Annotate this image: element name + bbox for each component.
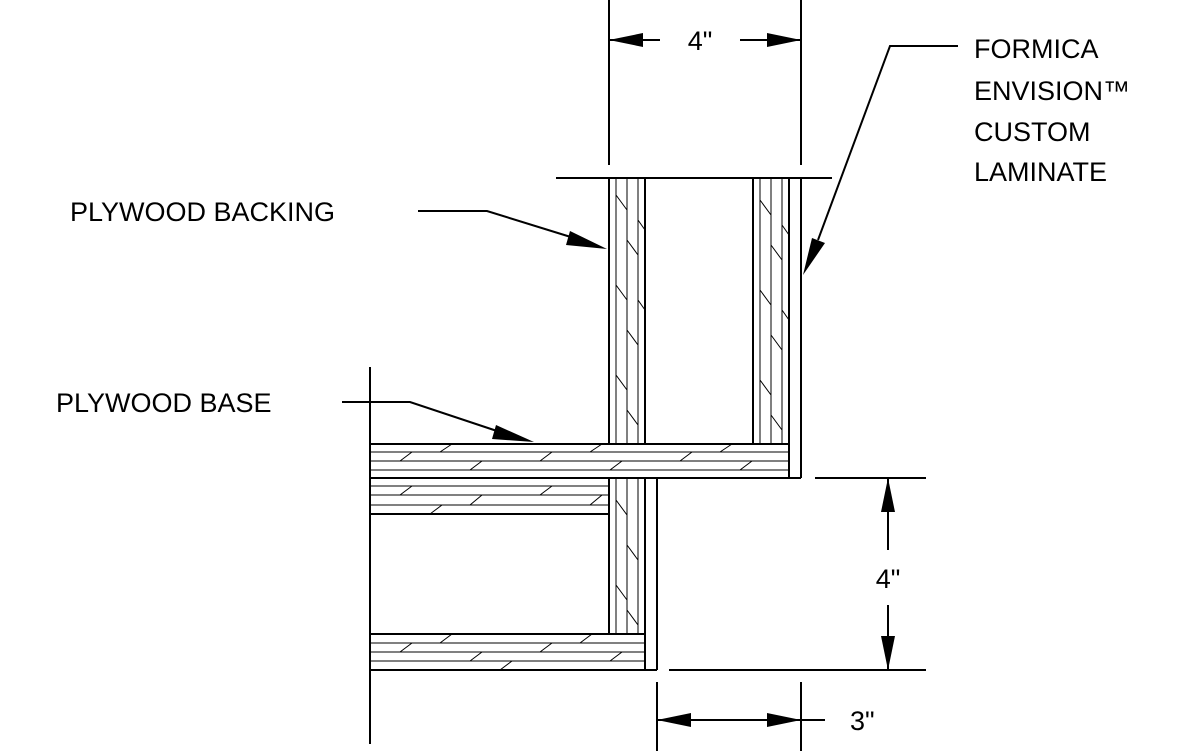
bottom-dimension: 3" [656,682,875,751]
right-dim-arrowhead-top [881,478,895,512]
bottom-dimension-label: 3" [850,706,875,736]
top-dim-arrowhead-left [609,33,643,47]
plywood-shelf-middle [370,485,609,515]
plywood-base-label: PLYWOOD BASE [56,388,272,418]
right-dim-arrowhead-bottom [881,636,895,670]
plywood-base-leader: PLYWOOD BASE [56,388,534,442]
formica-label-line-3: CUSTOM [974,117,1091,147]
plywood-backing-arrowhead [566,231,607,249]
right-dimension-label: 4" [876,564,901,594]
formica-arrowhead [803,238,825,275]
formica-leader: FORMICA ENVISION™ CUSTOM LAMINATE [803,34,1130,275]
plywood-backing-left [608,178,646,444]
top-dimension-label: 4" [688,26,713,56]
plywood-shelf-bottom [370,633,657,671]
plywood-backing-lower [608,478,658,670]
top-dimension: 4" [608,0,802,165]
plywood-backing-label: PLYWOOD BACKING [70,197,335,227]
formica-label-line-4: LAMINATE [974,157,1107,187]
bottom-dim-arrowhead-left [657,713,691,727]
plywood-backing-leader: PLYWOOD BACKING [70,197,607,249]
top-dim-arrowhead-right [767,33,801,47]
formica-label-line-1: FORMICA [974,34,1099,64]
formica-label-line-2: ENVISION™ [974,76,1130,106]
right-dimension: 4" [669,477,926,671]
bottom-dim-arrowhead-right [767,713,801,727]
plywood-base-arrowhead [492,425,534,442]
plywood-base-top [370,443,801,479]
plywood-backing-right [752,178,802,478]
